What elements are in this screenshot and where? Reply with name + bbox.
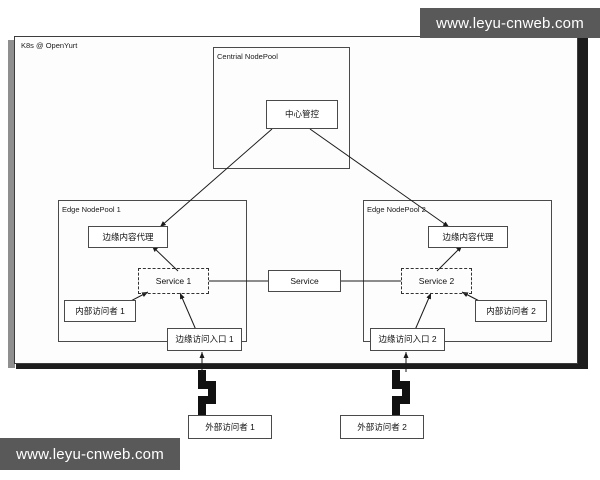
watermark-bottom: www.leyu-cnweb.com <box>0 438 180 470</box>
edge-entry2-to-service2 <box>414 292 432 331</box>
node-edge-entry-1[interactable]: 边缘访问入口 1 <box>167 328 242 351</box>
node-internal-user-2[interactable]: 内部访问者 2 <box>475 300 547 322</box>
node-external-user-2[interactable]: 外部访问者 2 <box>340 415 424 439</box>
edge-nodepool-2-container <box>363 200 552 342</box>
node-service-mid[interactable]: Service <box>268 270 341 292</box>
edge-center-to-edgeproxy2 <box>309 128 450 228</box>
k8s-frame-shadow-right <box>578 30 588 367</box>
edge-service1-to-edgeproxy1 <box>151 245 179 272</box>
node-service-1[interactable]: Service 1 <box>138 268 209 294</box>
edge-nodepool-2-label: Edge NodePool 2 <box>367 205 426 214</box>
node-edge-entry-2[interactable]: 边缘访问入口 2 <box>370 328 445 351</box>
k8s-openyurt-label: K8s @ OpenYurt <box>21 41 78 50</box>
centrial-nodepool-label: Centrial NodePool <box>217 52 278 61</box>
edge-entry1-to-service1 <box>179 292 197 331</box>
watermark-top: www.leyu-cnweb.com <box>420 8 600 38</box>
zigzag-externaluser2-to-edgeentry2 <box>392 370 410 415</box>
centrial-nodepool-container <box>213 47 350 169</box>
edge-service2-to-edgeproxy2 <box>436 245 463 272</box>
node-internal-user-1[interactable]: 内部访问者 1 <box>64 300 136 322</box>
edge-nodepool-1-label: Edge NodePool 1 <box>62 205 121 214</box>
node-center-control[interactable]: 中心管控 <box>266 100 338 129</box>
edge-nodepool-1-container <box>58 200 247 342</box>
node-edge-content-proxy-1[interactable]: 边缘内容代理 <box>88 226 168 248</box>
node-external-user-1[interactable]: 外部访问者 1 <box>188 415 272 439</box>
zigzag-externaluser1-to-edgeentry1 <box>198 370 216 415</box>
node-edge-content-proxy-2[interactable]: 边缘内容代理 <box>428 226 508 248</box>
edge-center-to-edgeproxy1 <box>159 128 273 228</box>
k8s-frame-shadow-left <box>8 40 15 368</box>
k8s-frame-shadow-bottom <box>16 364 588 369</box>
node-service-2[interactable]: Service 2 <box>401 268 472 294</box>
